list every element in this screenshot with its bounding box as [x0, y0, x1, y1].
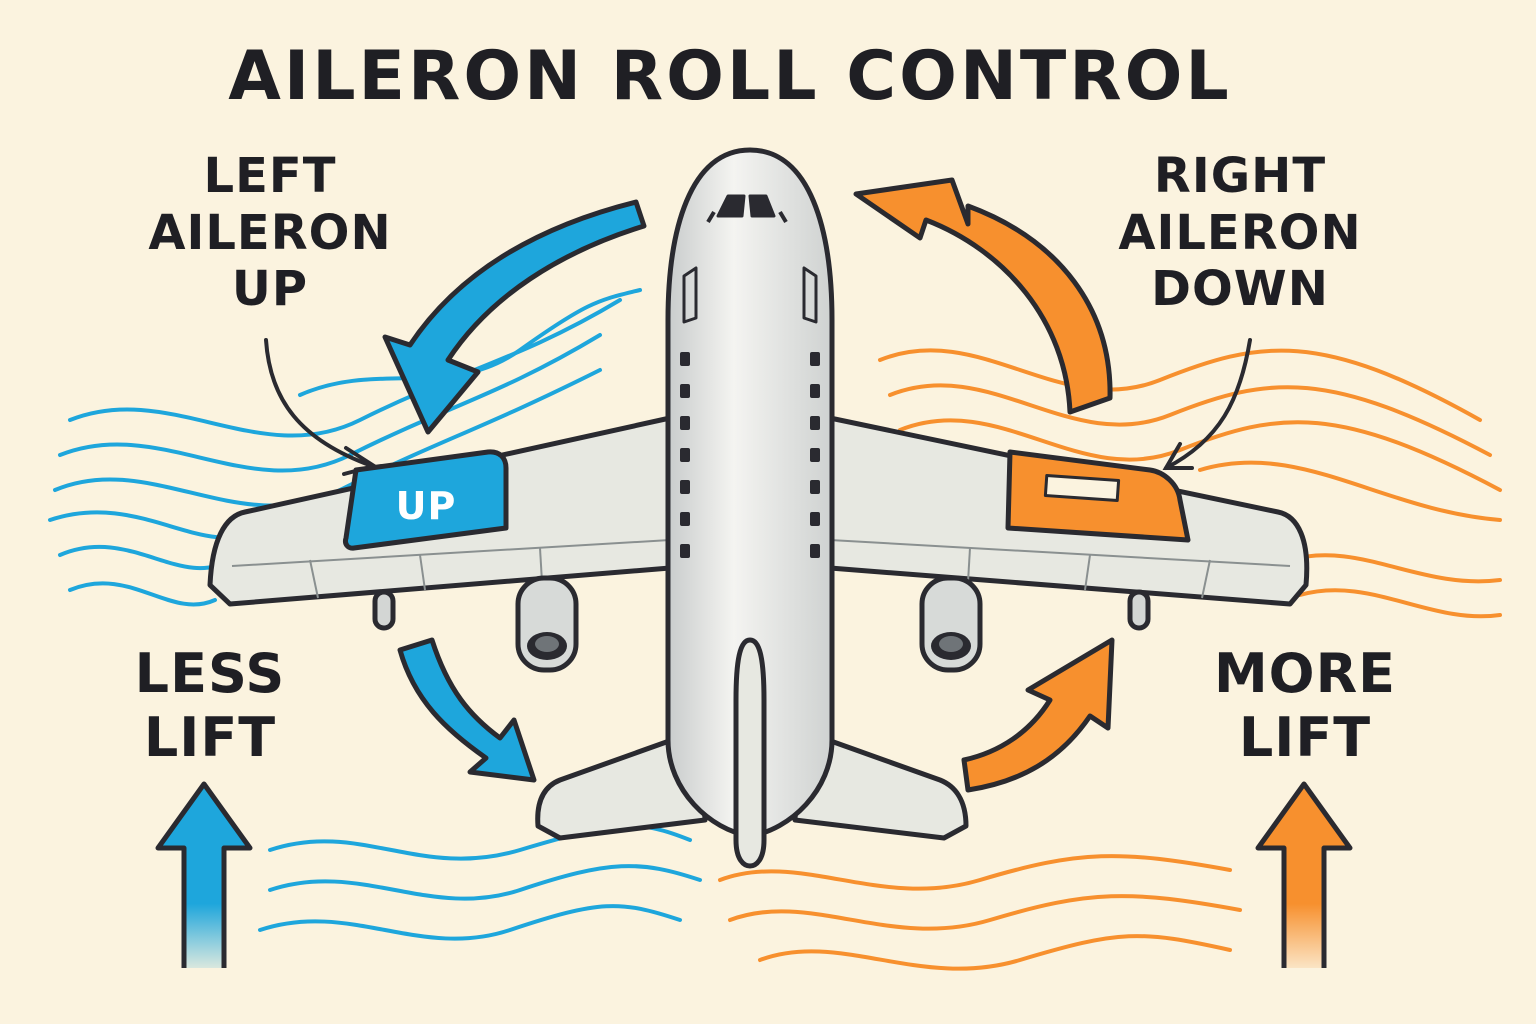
right-upward-arrow-icon: [961, 637, 1115, 793]
right-up-curved-arrow-icon: [853, 177, 1113, 415]
left-down-curved-arrow-icon: [382, 199, 647, 435]
right-pointer-arrow-icon: [1162, 338, 1252, 470]
more-lift-label: MORE LIFT: [1213, 642, 1397, 769]
left-downward-arrow-icon: [397, 637, 537, 783]
airflow-lines-right: [878, 348, 1502, 619]
airflow-lines-bottom-right: [718, 854, 1242, 971]
left-pointer-arrow-icon: [264, 338, 379, 476]
less-lift-up-arrow-icon: [155, 781, 253, 968]
aileron-up-tag: UP: [395, 484, 457, 528]
airplane-icon: [207, 147, 1310, 869]
more-lift-up-arrow-icon: [1255, 781, 1353, 968]
left-aileron-up-label: LEFT AILERON UP: [148, 148, 392, 318]
diagram-title: AILERON ROLL CONTROL: [228, 37, 1232, 116]
airflow-lines-bottom-left: [258, 824, 702, 941]
less-lift-label: LESS LIFT: [134, 642, 286, 769]
right-aileron-down-label: RIGHT AILERON DOWN: [1118, 148, 1362, 318]
